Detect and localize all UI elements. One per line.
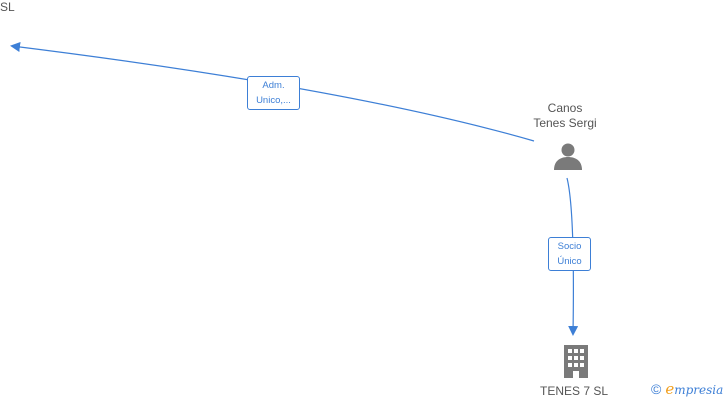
edge-label-adm[interactable]: Adm. Unico,...	[247, 76, 300, 110]
edge-label-socio-line1: Socio	[557, 241, 582, 252]
brand-rest: mpresia	[674, 383, 724, 397]
edge-label-adm-line2: Unico,...	[256, 95, 291, 106]
person-name-line1: Canos	[547, 101, 583, 115]
edge-adm-line	[10, 42, 535, 142]
company-top-left-label: SL	[0, 0, 15, 14]
person-name: Canos Tenes Sergi	[525, 101, 605, 131]
brand-e: e	[665, 380, 675, 398]
company-bottom-label[interactable]: TENES 7 SL	[539, 384, 609, 398]
edge-label-socio[interactable]: Socio Único	[548, 237, 591, 271]
person-icon[interactable]	[553, 141, 583, 171]
person-name-line2: Tenes Sergi	[533, 116, 597, 130]
copyright-icon: ©	[651, 381, 662, 397]
edge-label-socio-line2: Único	[557, 256, 582, 267]
empresia-watermark: ©empresia	[651, 380, 723, 398]
edge-label-adm-line1: Adm.	[262, 80, 285, 91]
building-icon[interactable]	[561, 344, 591, 378]
edge-socio-line	[566, 177, 579, 336]
